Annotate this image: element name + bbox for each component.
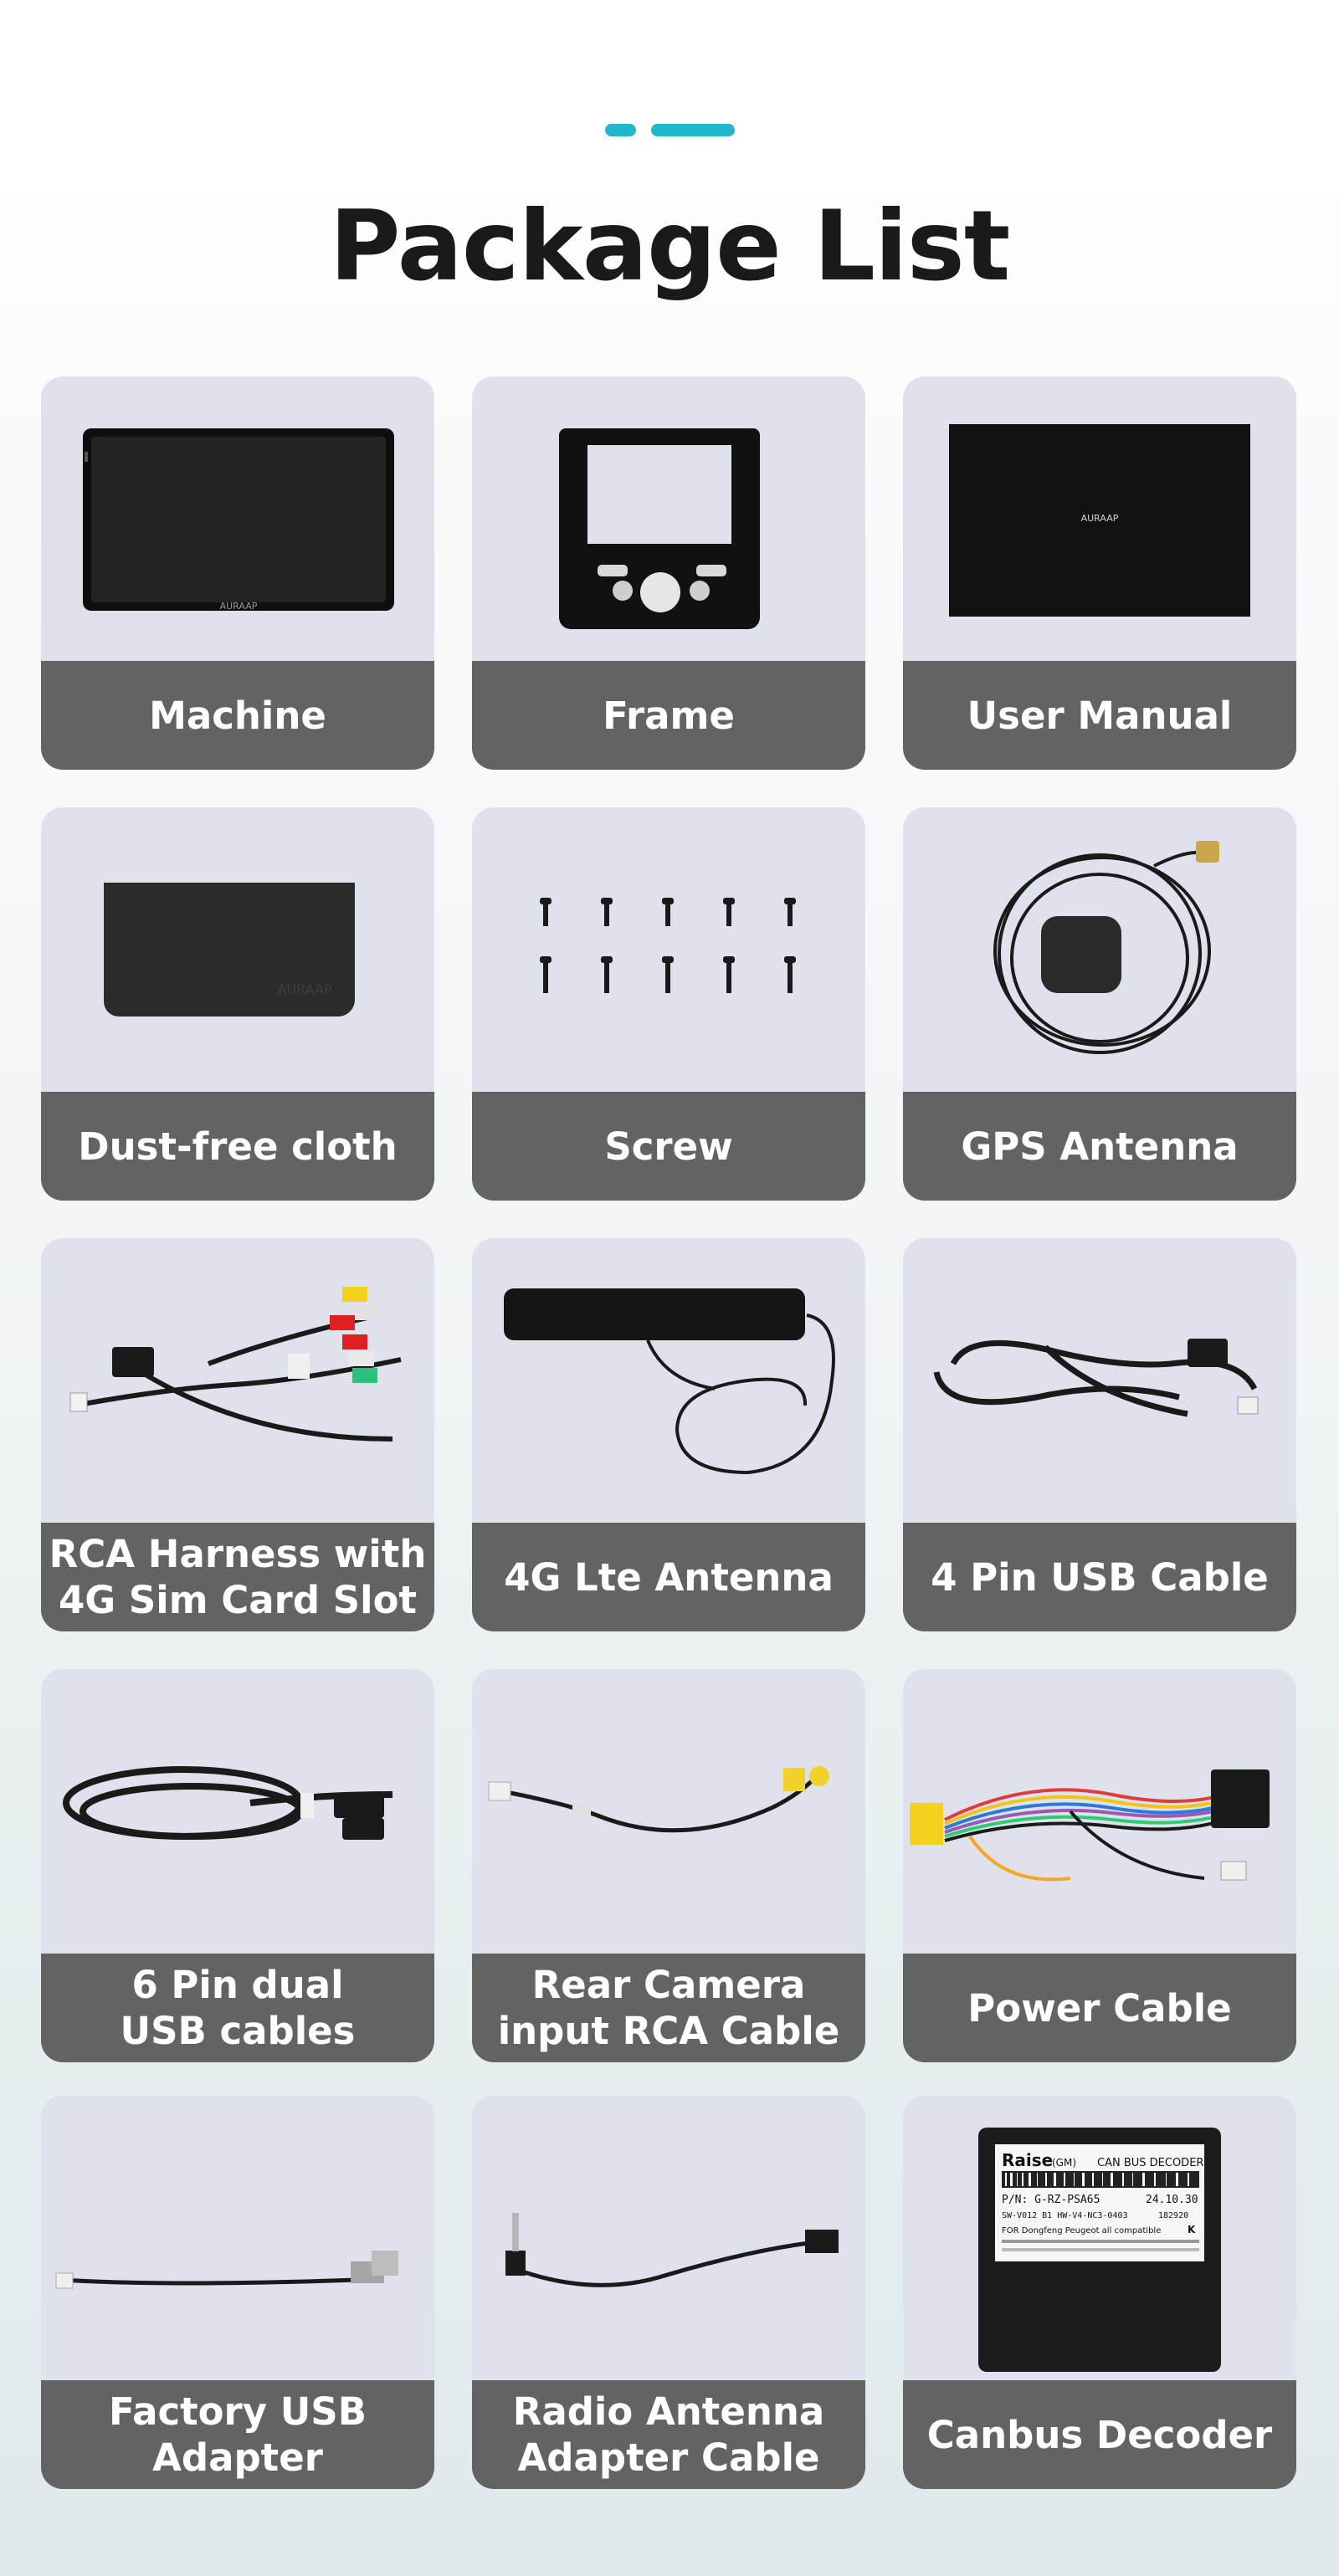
decoder-brand-suffix: (GM)	[1052, 2157, 1076, 2169]
item-label: Screw	[472, 1092, 865, 1201]
item-label: Dust-free cloth	[41, 1092, 434, 1201]
page-title: Package List	[329, 190, 1011, 303]
package-item-user-manual: AURAAP User Manual	[903, 376, 1296, 770]
decoder-compatibility: FOR Dongfeng Peugeot all compatible	[1002, 2226, 1161, 2235]
package-item-6-pin-dual-usb: 6 Pin dual USB cables	[41, 1669, 434, 2062]
item-label: Machine	[41, 661, 434, 770]
package-item-radio-antenna-adapter: Radio Antenna Adapter Cable	[472, 2096, 865, 2489]
accent-bar-long	[651, 124, 735, 136]
car-stereo-screen-icon: AURAAP	[41, 376, 434, 661]
usb-cable-icon	[903, 1238, 1296, 1523]
package-item-gps-antenna: GPS Antenna	[903, 807, 1296, 1201]
decoder-version: SW-V012 B1 HW-V4-NC3-0403	[1002, 2211, 1128, 2220]
accent-bar-short	[605, 124, 636, 136]
canbus-decoder-icon: Raise (GM) CAN BUS DECODER P/N: G-RZ-PSA…	[903, 2096, 1296, 2380]
decoder-date: 24.10.30	[1146, 2194, 1198, 2206]
decoder-heading: CAN BUS DECODER	[1097, 2157, 1203, 2169]
item-label: Canbus Decoder	[903, 2380, 1296, 2489]
manual-booklet-icon: AURAAP	[903, 376, 1296, 661]
decoder-mark: K	[1188, 2224, 1196, 2235]
item-label: Rear Camera input RCA Cable	[472, 1954, 865, 2062]
package-item-rear-camera-rca: Rear Camera input RCA Cable	[472, 1669, 865, 2062]
lte-antenna-icon	[472, 1238, 865, 1523]
package-item-power-cable: Power Cable	[903, 1669, 1296, 2062]
package-item-machine: AURAAP Machine	[41, 376, 434, 770]
dual-usb-cable-icon	[41, 1669, 434, 1954]
machine-brand-mark: AURAAP	[220, 601, 258, 612]
decoder-serial: 182920	[1158, 2211, 1188, 2220]
item-label: RCA Harness with 4G Sim Card Slot	[41, 1523, 434, 1631]
gps-antenna-icon	[903, 807, 1296, 1092]
item-label: User Manual	[903, 661, 1296, 770]
rca-camera-cable-icon	[472, 1669, 865, 1954]
decoder-brand: Raise	[1002, 2150, 1053, 2170]
radio-antenna-cable-icon	[472, 2096, 865, 2380]
cloth-pouch-icon: AURAAP	[41, 807, 434, 1092]
screws-icon	[472, 807, 865, 1092]
package-item-screw: Screw	[472, 807, 865, 1201]
decoder-part-number: P/N: G-RZ-PSA65	[1002, 2194, 1100, 2206]
dashboard-frame-icon	[472, 376, 865, 661]
item-label: Radio Antenna Adapter Cable	[472, 2380, 865, 2489]
package-item-canbus-decoder: Raise (GM) CAN BUS DECODER P/N: G-RZ-PSA…	[903, 2096, 1296, 2489]
manual-brand-mark: AURAAP	[1081, 513, 1119, 524]
item-label: Factory USB Adapter	[41, 2380, 434, 2489]
item-label: Frame	[472, 661, 865, 770]
item-label: 6 Pin dual USB cables	[41, 1954, 434, 2062]
cloth-brand-mark: AURAAP	[277, 981, 331, 997]
item-label: Power Cable	[903, 1954, 1296, 2062]
package-item-factory-usb-adapter: Factory USB Adapter	[41, 2096, 434, 2489]
rca-harness-icon	[41, 1238, 434, 1523]
power-cable-icon	[903, 1669, 1296, 1954]
package-item-4g-lte-antenna: 4G Lte Antenna	[472, 1238, 865, 1631]
package-item-rca-harness: RCA Harness with 4G Sim Card Slot	[41, 1238, 434, 1631]
package-item-4-pin-usb-cable: 4 Pin USB Cable	[903, 1238, 1296, 1631]
accent-bars	[605, 124, 735, 136]
package-item-frame: Frame	[472, 376, 865, 770]
package-item-dust-free-cloth: AURAAP Dust-free cloth	[41, 807, 434, 1201]
item-label: 4 Pin USB Cable	[903, 1523, 1296, 1631]
item-label: 4G Lte Antenna	[472, 1523, 865, 1631]
usb-adapter-icon	[41, 2096, 434, 2380]
item-label: GPS Antenna	[903, 1092, 1296, 1201]
